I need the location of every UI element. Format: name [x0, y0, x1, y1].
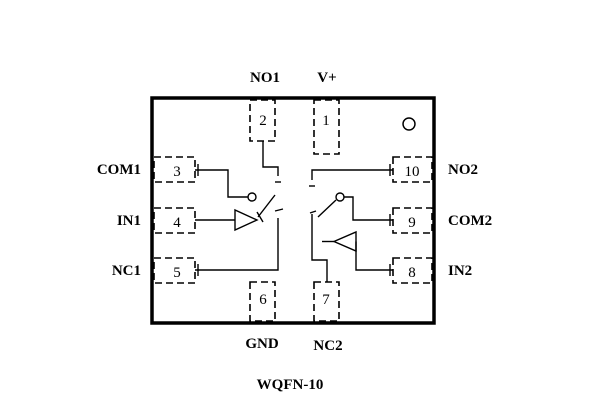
pin-number-8: 8 [408, 265, 416, 281]
package-body [150, 96, 436, 325]
pin-number-4: 4 [173, 215, 181, 231]
pin-label-com2: COM2 [448, 213, 492, 229]
pin1-indicator-dot [402, 117, 416, 131]
pin-label-in1: IN1 [117, 213, 141, 229]
pin-label-gnd: GND [245, 336, 279, 352]
pin-label-vplus: V+ [317, 70, 336, 86]
pad-1 [313, 99, 340, 155]
pin-label-nc1: NC1 [112, 263, 141, 279]
buffer-2-icon [332, 230, 357, 253]
pin-number-9: 9 [408, 215, 416, 231]
pin-label-no2: NO2 [448, 162, 478, 178]
pin-number-3: 3 [173, 164, 181, 180]
pin-number-1: 1 [322, 113, 330, 129]
pin-number-2: 2 [259, 113, 267, 129]
pad-6 [249, 281, 276, 322]
pin-number-6: 6 [259, 292, 267, 308]
pin-label-com1: COM1 [97, 162, 141, 178]
pin-label-in2: IN2 [448, 263, 472, 279]
switch-1-schematic [195, 141, 284, 276]
pin-number-7: 7 [322, 292, 330, 308]
pin-label-no1: NO1 [250, 70, 280, 86]
pin-number-5: 5 [173, 265, 181, 281]
switch-2-schematic [309, 164, 393, 282]
pin-number-10: 10 [405, 164, 420, 180]
buffer-1-icon [234, 208, 259, 232]
package-name: WQFN-10 [257, 377, 324, 393]
pin-label-nc2: NC2 [313, 338, 342, 354]
